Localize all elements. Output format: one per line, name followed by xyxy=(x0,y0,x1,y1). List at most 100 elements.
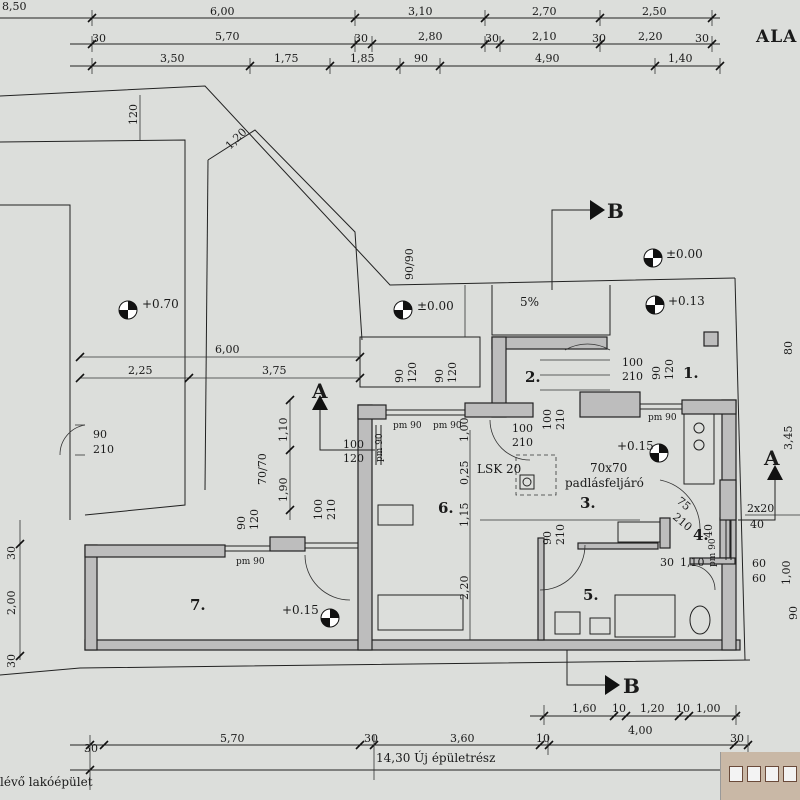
dim-label: 30 xyxy=(92,32,106,45)
dim-label: 30 xyxy=(730,732,744,745)
dim-label: 30 xyxy=(5,654,18,668)
door-label: 100 xyxy=(622,356,643,369)
section-b-arrow-bottom xyxy=(605,675,620,695)
section-b-label-bottom: B xyxy=(623,674,640,698)
dim-label: 3,60 xyxy=(450,732,475,745)
terrace-block: 90 120 90 120 xyxy=(359,336,481,388)
door-label: 210 xyxy=(554,409,567,430)
dim-label: 60 xyxy=(752,557,766,570)
window-markers xyxy=(225,403,732,560)
section-a-label-right: A xyxy=(763,446,780,470)
dim-label: 1,10 xyxy=(277,418,290,443)
dim-label: 2,80 xyxy=(418,30,443,43)
stairs xyxy=(464,285,640,640)
window-label: pm 90 xyxy=(433,421,462,431)
interior-labels: 70x70 padlásfeljáró LSK 20 5% pm 90 pm 9… xyxy=(235,295,718,600)
dim-label: 120 xyxy=(127,104,140,125)
dim-label: 30 xyxy=(354,32,368,45)
door-label: 100 xyxy=(343,438,364,451)
dim-label: 2,20 xyxy=(638,30,663,43)
dim-label: 2,25 xyxy=(128,364,153,377)
dim-label: 4,90 xyxy=(535,52,560,65)
dim-label: 1,10 xyxy=(680,556,705,569)
dim-label: 6,00 xyxy=(210,5,235,18)
dim-label: 10 xyxy=(612,702,626,715)
doors xyxy=(304,343,716,601)
dim-label: 2,10 xyxy=(532,30,557,43)
dim-label: 30 xyxy=(592,32,606,45)
level-label: +0.70 xyxy=(142,297,179,311)
left-dimension-lines xyxy=(19,95,360,660)
dim-label: 1,15 xyxy=(458,503,471,528)
dim-label: 30 xyxy=(84,742,98,755)
dim-label: 10 xyxy=(676,702,690,715)
window-label: pm 90 xyxy=(236,557,265,567)
thumbnail-window xyxy=(747,766,761,782)
door-label: 210 xyxy=(512,436,533,449)
left-labels: 6,00 2,25 3,75 120 1,20 90/90 1,10 1,90 … xyxy=(5,104,416,668)
dim-label: 1,85 xyxy=(350,52,375,65)
window-label: 90 xyxy=(433,369,446,383)
dim-label: 1,60 xyxy=(572,702,597,715)
thumbnail-window xyxy=(765,766,779,782)
level-symbol xyxy=(643,248,663,268)
dim-label: 5,70 xyxy=(220,732,245,745)
door-label: 120 xyxy=(663,359,676,380)
dim-label: 8,50 xyxy=(2,0,27,13)
existing-door xyxy=(59,424,86,456)
section-a-arrow-right xyxy=(767,465,783,480)
level-symbol xyxy=(645,295,665,315)
right-edge-dims: 2x20 40 60 60 80 3,45 1,00 90 xyxy=(745,341,800,620)
dim-label: 40 xyxy=(750,518,764,531)
dim-label: 1,40 xyxy=(668,52,693,65)
attic-hatch-label: padlásfeljáró xyxy=(565,476,644,490)
window-label: 90 xyxy=(393,369,406,383)
section-b-arrow-top xyxy=(590,200,605,220)
door-label: 210 xyxy=(554,524,567,545)
dim-label: 0,25 xyxy=(458,461,471,486)
top-dimension-labels: 8,50 6,00 3,10 2,70 2,50 30 5,70 30 2,80… xyxy=(2,0,796,65)
room-number: 5. xyxy=(583,586,599,604)
section-a-label-left: A xyxy=(311,379,328,403)
dim-label: 2x20 xyxy=(747,502,774,515)
dim-label: 60 xyxy=(752,572,766,585)
window-label: 90 xyxy=(235,516,248,530)
dim-label: 90 xyxy=(787,606,800,620)
dim-label: 1,75 xyxy=(274,52,299,65)
window-label: pm 90 xyxy=(648,413,677,423)
room-number: 3. xyxy=(580,494,596,512)
dim-label: 90/90 xyxy=(403,248,416,280)
dim-label: 1,20 xyxy=(640,702,665,715)
room-number: 6. xyxy=(438,499,454,517)
existing-building-label: lévő lakóépület xyxy=(0,775,93,789)
door-label: 100 xyxy=(512,422,533,435)
window-label: 120 xyxy=(248,509,261,530)
dim-label: 3,45 xyxy=(782,426,795,451)
dim-label: 80 xyxy=(782,341,795,355)
level-symbol xyxy=(649,443,669,463)
dim-label: 4,00 xyxy=(628,724,653,737)
level-label: ±0.00 xyxy=(666,247,703,261)
window-label: pm 90 xyxy=(375,433,385,462)
window-label: pm 90 xyxy=(393,421,422,431)
dim-label: 30 xyxy=(485,32,499,45)
thumbnail-window xyxy=(783,766,797,782)
room-number: 7. xyxy=(190,596,206,614)
thumbnail-window xyxy=(729,766,743,782)
door-width-label: 90 xyxy=(93,428,107,441)
dim-label: 40 xyxy=(702,524,715,538)
door-label: 100 xyxy=(541,409,554,430)
level-symbol xyxy=(393,300,413,320)
section-markers: B B A A xyxy=(311,199,783,698)
dim-label: 5,70 xyxy=(215,30,240,43)
door-label: 90 xyxy=(650,366,663,380)
dim-label: 70/70 xyxy=(256,453,269,485)
dim-label: 2,20 xyxy=(458,576,471,601)
dim-label: 3,50 xyxy=(160,52,185,65)
dim-label: 30 xyxy=(660,556,674,569)
level-symbol xyxy=(118,300,138,320)
room-number: 1. xyxy=(683,364,699,382)
site-outline xyxy=(0,85,751,676)
